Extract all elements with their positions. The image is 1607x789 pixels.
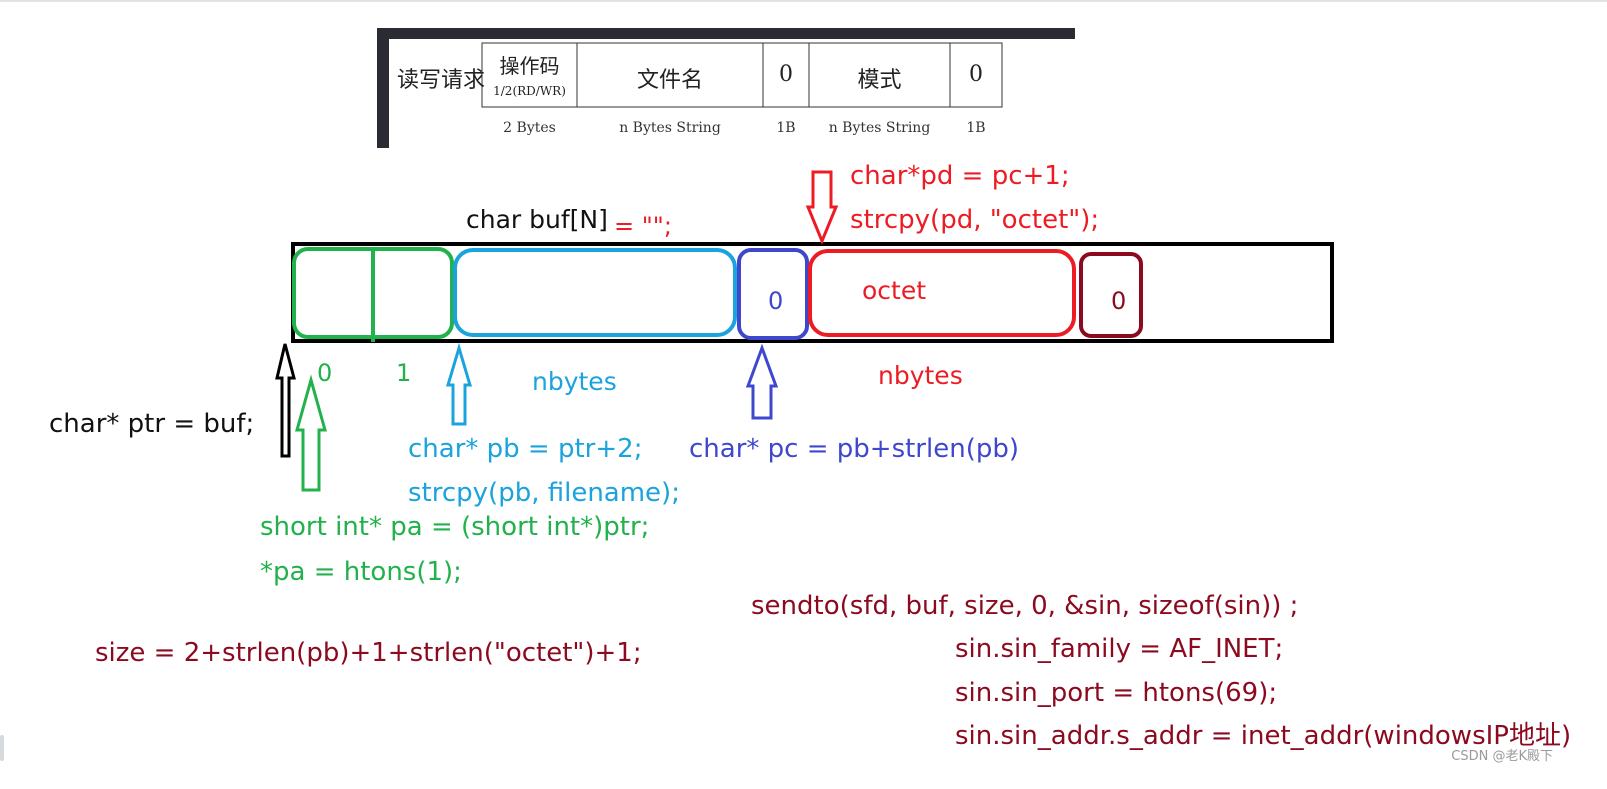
pb-annotation-line2: strcpy(pb, filename);	[408, 478, 680, 508]
mode-value: octet	[862, 276, 927, 305]
header-frame-left-bar	[377, 28, 389, 148]
opcode-byte-index-0: 0	[317, 359, 333, 387]
pb-annotation-line1: char* pb = ptr+2;	[408, 434, 643, 464]
top-border-line	[0, 0, 1607, 2]
request-type-label: 读写请求	[397, 68, 486, 93]
mode-block	[808, 249, 1076, 337]
size-expression: size = 2+strlen(pb)+1+strlen("octet")+1;	[95, 638, 642, 668]
terminator-value-2: 0	[1111, 287, 1127, 315]
mode-size-label: nbytes	[878, 361, 963, 390]
mode-size: n Bytes String	[828, 120, 931, 136]
opcode-size: 2 Bytes	[503, 120, 556, 136]
filename-size-label: nbytes	[532, 367, 617, 396]
pd-annotation-line1: char*pd = pc+1;	[850, 161, 1070, 191]
zero-size-2: 1B	[966, 120, 986, 136]
buffer-initializer: = "";	[614, 212, 672, 240]
sin-port-line: sin.sin_port = htons(69);	[955, 678, 1278, 708]
scroll-tab	[0, 735, 4, 761]
pb-arrow-icon	[445, 342, 473, 426]
ptr-arrow-icon	[275, 343, 296, 458]
opcode-sub-label: 1/2(RD/WR)	[493, 84, 566, 98]
buffer-declaration: char buf[N]	[466, 205, 608, 234]
opcode-label: 操作码	[499, 54, 560, 78]
pc-arrow-icon	[745, 343, 779, 420]
zero-label-1: 0	[779, 62, 793, 87]
terminator-block-2	[1079, 252, 1143, 338]
header-frame-top-bar	[377, 28, 1075, 39]
mode-label: 模式	[857, 68, 902, 93]
zero-label-2: 0	[969, 62, 983, 87]
pc-annotation: char* pc = pb+strlen(pb)	[689, 434, 1019, 464]
pd-annotation-line2: strcpy(pd, "octet");	[850, 205, 1100, 235]
filename-size: n Bytes String	[619, 120, 721, 136]
filename-label: 文件名	[636, 68, 703, 93]
pa-arrow-icon	[295, 374, 327, 492]
zero-size-1: 1B	[776, 120, 796, 136]
watermark: CSDN @老K殿下	[1451, 749, 1553, 764]
terminator-value-1: 0	[768, 287, 784, 315]
pd-arrow-icon	[805, 170, 839, 245]
pa-annotation-line2: *pa = htons(1);	[260, 557, 462, 587]
sin-addr-line: sin.sin_addr.s_addr = inet_addr(windowsI…	[955, 721, 1572, 751]
filename-block	[453, 248, 737, 337]
header-cells	[481, 42, 1003, 108]
terminator-block-1	[737, 248, 809, 340]
sendto-call: sendto(sfd, buf, size, 0, &sin, sizeof(s…	[751, 591, 1299, 621]
opcode-byte-index-1: 1	[396, 359, 412, 387]
cell-zero-2	[949, 42, 1003, 108]
pa-annotation-line1: short int* pa = (short int*)ptr;	[260, 512, 650, 542]
ptr-annotation: char* ptr = buf;	[49, 409, 255, 439]
sin-family-line: sin.sin_family = AF_INET;	[955, 634, 1284, 664]
